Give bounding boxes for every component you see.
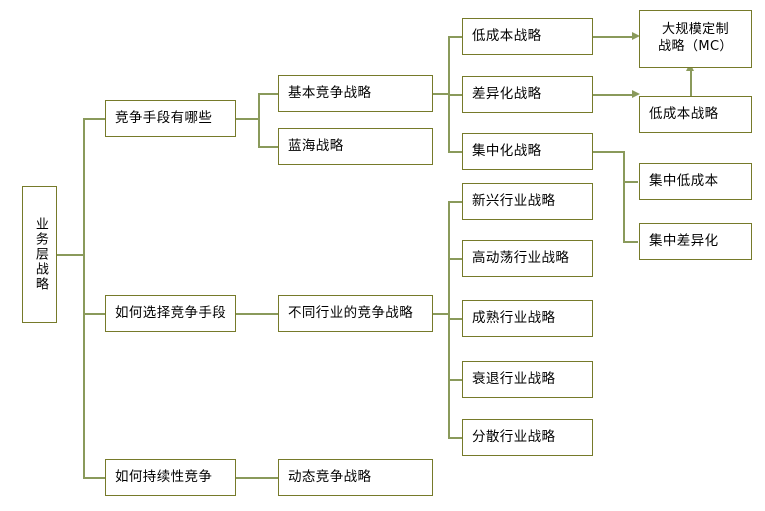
connector-focus-out [592, 151, 624, 153]
node-mass-customization-strategy[interactable]: 大规模定制 战略（MC） [639, 10, 752, 68]
node-focus-differentiation[interactable]: 集中差异化 [639, 223, 752, 260]
node-focus-low-cost[interactable]: 集中低成本 [639, 163, 752, 200]
node-basic-competition-strategy[interactable]: 基本竞争战略 [278, 75, 433, 112]
root-node[interactable]: 业务层战略 [22, 186, 57, 323]
connector-industry-to-declining [448, 379, 463, 381]
connector-basic-to-diff [448, 94, 463, 96]
node-industry-competition-strategies[interactable]: 不同行业的竞争战略 [278, 295, 433, 332]
connector-basic-to-lowcost [448, 36, 463, 38]
connector-industry-to-emerging [448, 201, 463, 203]
connector-branch1-to-blueocean [258, 146, 279, 148]
connector-industry-to-mature [448, 318, 463, 320]
connector-lowcost-outcome-to-mc [690, 68, 692, 96]
connector-focus-to-focuslowcost [623, 181, 638, 183]
node-dynamic-competition-strategy[interactable]: 动态竞争战略 [278, 459, 433, 496]
node-turbulent-industry-strategy[interactable]: 高动荡行业战略 [462, 240, 593, 277]
connector-branch1-spine [258, 93, 260, 146]
connector-basic-to-focus [448, 151, 463, 153]
node-mature-industry-strategy[interactable]: 成熟行业战略 [462, 300, 593, 337]
connector-root-spine [83, 118, 85, 478]
node-low-cost-outcome[interactable]: 低成本战略 [639, 96, 752, 133]
connector-lowcost-to-mc [592, 36, 633, 38]
connector-branch1-to-basic [258, 93, 279, 95]
connector-root-to-branch1 [83, 118, 106, 120]
node-blue-ocean-strategy[interactable]: 蓝海战略 [278, 128, 433, 165]
connector-basic-out [432, 93, 449, 95]
arrowhead-lowcost-to-mc [632, 31, 640, 40]
connector-industry-to-fragmented [448, 437, 463, 439]
branch-node-how-to-choose[interactable]: 如何选择竞争手段 [105, 295, 236, 332]
node-differentiation-strategy[interactable]: 差异化战略 [462, 76, 593, 113]
node-fragmented-industry-strategy[interactable]: 分散行业战略 [462, 419, 593, 456]
connector-industry-out [432, 313, 449, 315]
node-low-cost-strategy[interactable]: 低成本战略 [462, 18, 593, 55]
branch-node-sustained-competition[interactable]: 如何持续性竞争 [105, 459, 236, 496]
node-emerging-industry-strategy[interactable]: 新兴行业战略 [462, 183, 593, 220]
node-declining-industry-strategy[interactable]: 衰退行业战略 [462, 361, 593, 398]
connector-branch2-to-industry [235, 313, 279, 315]
branch-node-competition-methods[interactable]: 竞争手段有哪些 [105, 100, 236, 137]
connector-branch3-to-dynamic [235, 477, 279, 479]
connector-branch1-out [235, 118, 259, 120]
connector-root-to-branch3 [83, 477, 106, 479]
connector-industry-to-turbulent [448, 258, 463, 260]
connector-focus-spine-full [623, 151, 625, 241]
connector-root-out [57, 254, 84, 256]
arrowhead-diff-to-lowcost-outcome [632, 89, 640, 98]
node-focus-strategy[interactable]: 集中化战略 [462, 133, 593, 170]
connector-diff-to-lowcost-outcome [592, 94, 633, 96]
connector-root-to-branch2 [83, 313, 106, 315]
connector-focus-to-focusdiff [623, 241, 638, 243]
